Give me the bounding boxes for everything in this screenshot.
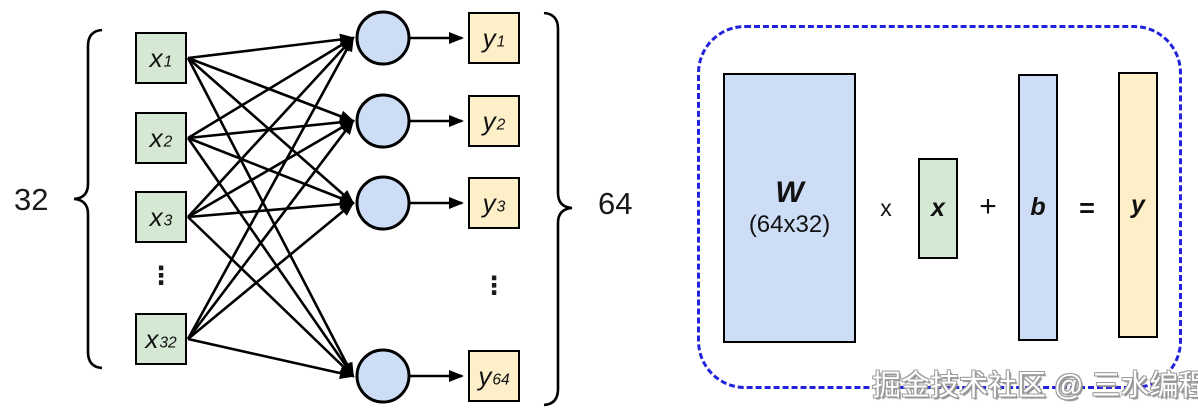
output-vector-label: y — [1131, 190, 1145, 219]
input-ellipsis: ⋮ — [148, 261, 174, 290]
right-brace — [543, 11, 573, 407]
input-subscript: 1 — [163, 53, 173, 71]
output-arrows — [410, 32, 464, 382]
multiply-operator: x — [880, 194, 892, 221]
output-label: y — [478, 361, 492, 391]
neuron-circles — [355, 10, 411, 404]
weight-matrix-label: W — [775, 176, 804, 209]
weight-matrix: W (64x32) — [723, 73, 856, 343]
output-subscript: 64 — [492, 371, 510, 389]
left-brace — [73, 28, 103, 370]
equation-panel-border — [697, 25, 1182, 389]
plus-operator: + — [979, 190, 997, 223]
output-vector: y — [1118, 72, 1158, 338]
input-label: x — [145, 324, 159, 354]
connection-lines — [186, 33, 355, 380]
input-label: x — [149, 43, 163, 73]
bias-vector-label: b — [1030, 193, 1046, 221]
input-vector: x — [918, 158, 958, 259]
output-ellipsis: ⋮ — [481, 271, 507, 300]
input-vector-label: x — [931, 194, 945, 222]
output-label: y — [482, 188, 496, 218]
neuron-circle — [355, 93, 411, 149]
output-subscript: 3 — [496, 198, 506, 216]
neuron-circle — [355, 10, 411, 66]
input-label: x — [149, 123, 163, 153]
neuron-circle — [355, 175, 411, 231]
weight-matrix-dims: (64x32) — [748, 211, 831, 238]
neuron-circle — [355, 348, 411, 404]
equals-operator: = — [1079, 192, 1095, 223]
bias-vector: b — [1018, 74, 1058, 341]
input-subscript: 2 — [163, 133, 173, 151]
input-dimension-label: 32 — [14, 182, 49, 217]
input-subscript: 32 — [159, 334, 177, 352]
watermark-text: 掘金技术社区 @ 三水编程 — [872, 370, 1198, 402]
input-subscript: 3 — [163, 212, 173, 230]
input-label: x — [149, 202, 163, 232]
output-label: y — [482, 23, 496, 53]
output-label: y — [482, 106, 496, 136]
output-subscript: 1 — [496, 33, 506, 51]
output-subscript: 2 — [496, 116, 506, 134]
output-dimension-label: 64 — [598, 186, 633, 221]
